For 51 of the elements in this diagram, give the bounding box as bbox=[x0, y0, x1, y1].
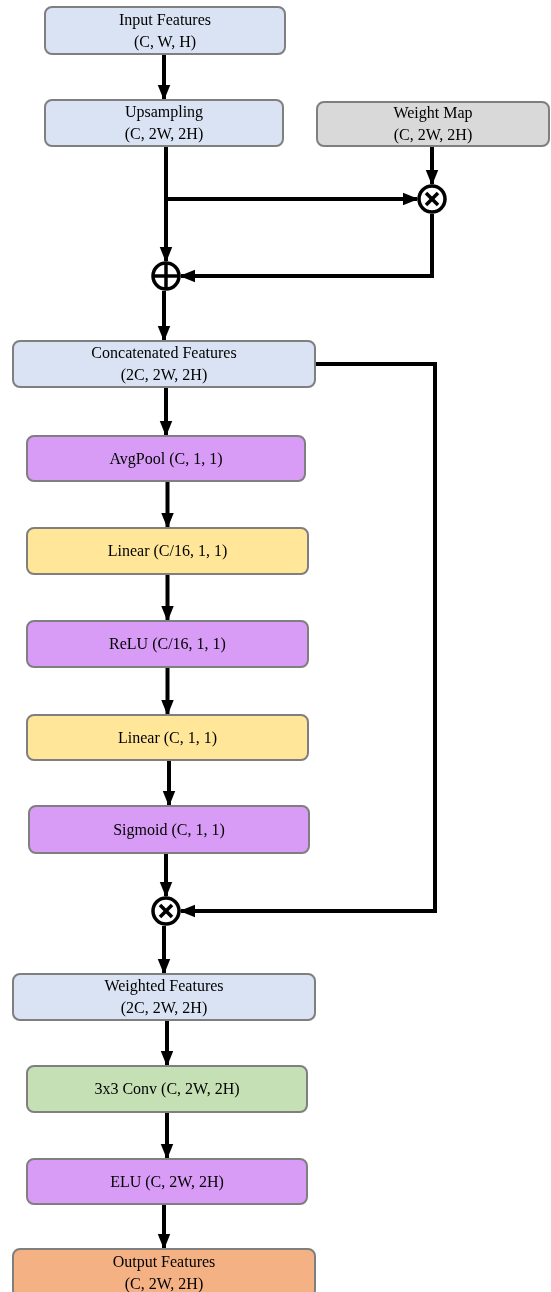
arrow bbox=[179, 362, 437, 918]
arrow bbox=[159, 388, 173, 437]
process-box bbox=[28, 805, 310, 854]
arrow bbox=[179, 214, 434, 283]
arrow bbox=[157, 1205, 171, 1250]
feature-box bbox=[12, 340, 316, 388]
shape-label: (C, W, H) bbox=[133, 31, 197, 53]
box-label: ReLU (C/16, 1, 1) bbox=[109, 634, 226, 655]
arrow bbox=[162, 761, 176, 807]
output-box bbox=[12, 1248, 316, 1292]
shape-label: (C, 2W, 2H) bbox=[124, 124, 204, 145]
feature-box bbox=[44, 6, 286, 55]
arrow bbox=[160, 1113, 174, 1160]
multiply-circle-icon bbox=[151, 896, 181, 926]
sum-circle-icon bbox=[151, 261, 181, 291]
box-label: AvgPool (C, 1, 1) bbox=[109, 448, 223, 470]
arrow bbox=[425, 147, 439, 186]
feature-box bbox=[12, 973, 316, 1021]
arrow bbox=[157, 55, 171, 101]
box-label: Linear (C, 1, 1) bbox=[117, 727, 218, 749]
box-label: Output Features bbox=[112, 1252, 216, 1273]
input-box bbox=[316, 101, 550, 147]
arrow bbox=[157, 926, 171, 975]
box-label: Input Features bbox=[119, 9, 211, 31]
process-box bbox=[44, 99, 284, 147]
process-box bbox=[26, 527, 309, 575]
box-label: ELU (C, 2W, 2H) bbox=[110, 1171, 224, 1193]
box-label: 3x3 Conv (C, 2W, 2H) bbox=[94, 1079, 240, 1100]
shape-label: (2C, 2W, 2H) bbox=[120, 998, 208, 1019]
process-box bbox=[26, 1158, 308, 1205]
box-label: Upsampling bbox=[124, 102, 204, 123]
arrow bbox=[157, 291, 171, 342]
box-label: Weighted Features bbox=[104, 976, 224, 997]
arrow bbox=[161, 482, 174, 529]
arrow bbox=[161, 668, 174, 716]
process-box bbox=[26, 620, 309, 668]
process-box bbox=[26, 714, 309, 761]
box-label: Linear (C/16, 1, 1) bbox=[107, 541, 228, 562]
box-label: Weight Map bbox=[393, 103, 473, 124]
shape-label: (C, 2W, 2H) bbox=[393, 125, 473, 146]
box-label: Concatenated Features bbox=[91, 343, 237, 364]
shape-label: (2C, 2W, 2H) bbox=[120, 365, 208, 386]
arrow bbox=[161, 575, 174, 622]
process-box bbox=[26, 1065, 308, 1113]
box-label: Sigmoid (C, 1, 1) bbox=[113, 819, 225, 841]
arrow bbox=[160, 1021, 174, 1067]
process-box bbox=[26, 435, 306, 482]
arrow bbox=[159, 854, 173, 898]
shape-label: (C, 2W, 2H) bbox=[124, 1274, 204, 1292]
multiply-circle-icon bbox=[417, 184, 447, 214]
arrow bbox=[164, 147, 419, 206]
